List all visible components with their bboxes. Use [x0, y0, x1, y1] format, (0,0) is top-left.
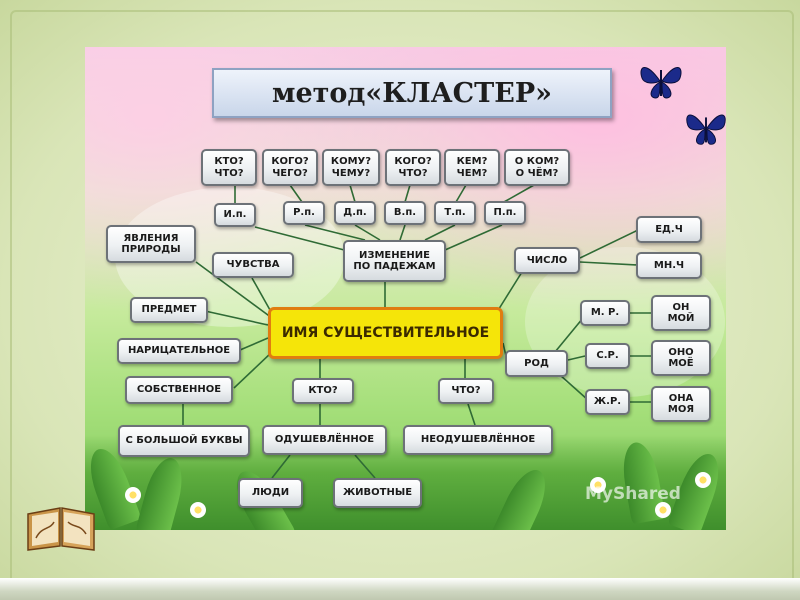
- watermark: MyShared: [585, 484, 681, 504]
- question-node: КТО? ЧТО?: [201, 149, 257, 186]
- feminine-node: Ж.Р.: [585, 389, 630, 415]
- inanimate-node: НЕОДУШЕВЛЁННОЕ: [403, 425, 553, 455]
- connector: [233, 351, 273, 389]
- connector: [579, 261, 639, 266]
- connector: [354, 454, 376, 479]
- plural-node: МН.Ч: [636, 252, 702, 279]
- daisy-flower: [190, 502, 206, 518]
- connector: [496, 271, 523, 313]
- proper-noun-node: СОБСТВЕННОЕ: [125, 376, 233, 404]
- butterfly-icon: [686, 114, 726, 145]
- common-noun-node: НАРИЦАТЕЛЬНОЕ: [117, 338, 241, 364]
- number-node: ЧИСЛО: [514, 247, 580, 274]
- singular-node: ЕД.Ч: [636, 216, 702, 243]
- masculine-example-node: ОН МОЙ: [651, 295, 711, 331]
- who-question-node: КТО?: [292, 378, 354, 404]
- case-node: П.п.: [484, 201, 526, 225]
- object-node: ПРЕДМЕТ: [130, 297, 208, 323]
- case-node: И.п.: [214, 203, 256, 227]
- phenomena-node: ЯВЛЕНИЯ ПРИРОДЫ: [106, 225, 196, 263]
- connector: [349, 184, 356, 203]
- feminine-example-node: ОНА МОЯ: [651, 386, 711, 422]
- question-node: КОМУ? ЧЕМУ?: [322, 149, 380, 186]
- connector: [455, 184, 467, 203]
- connector: [559, 374, 589, 401]
- people-node: ЛЮДИ: [238, 478, 303, 508]
- connector: [579, 229, 639, 259]
- open-book-icon: [27, 507, 95, 551]
- what-question-node: ЧТО?: [438, 378, 494, 404]
- neuter-example-node: ОНО МОЁ: [651, 340, 711, 376]
- question-node: КЕМ? ЧЕМ?: [444, 149, 500, 186]
- animate-node: ОДУШЕВЛЁННОЕ: [262, 425, 387, 455]
- connector: [399, 224, 406, 241]
- bottom-decor-stripe: [0, 578, 800, 600]
- feelings-node: ЧУВСТВА: [212, 252, 294, 278]
- case-node: Р.п.: [283, 201, 325, 225]
- masculine-node: М. Р.: [580, 300, 630, 326]
- connector: [404, 184, 411, 203]
- case-node: В.п.: [384, 201, 426, 225]
- connector: [204, 310, 269, 326]
- case-node: Д.п.: [334, 201, 376, 225]
- daisy-flower: [590, 477, 606, 493]
- connector: [289, 184, 303, 203]
- connector: [254, 226, 353, 253]
- connector: [503, 184, 535, 203]
- daisy-flower: [125, 487, 141, 503]
- capital-letter-node: С БОЛЬШОЙ БУКВЫ: [118, 425, 250, 457]
- connector: [554, 317, 584, 353]
- connector: [354, 224, 381, 241]
- connector: [424, 224, 456, 241]
- connector: [251, 277, 271, 311]
- connector: [271, 454, 291, 479]
- question-node: КОГО? ЧЕГО?: [262, 149, 318, 186]
- case-change-node: ИЗМЕНЕНИЕ ПО ПАДЕЖАМ: [343, 240, 446, 282]
- connector: [239, 337, 269, 351]
- connector: [195, 261, 273, 319]
- connector: [567, 355, 586, 361]
- daisy-flower: [655, 502, 671, 518]
- neuter-node: С.Р.: [585, 343, 630, 369]
- animals-node: ЖИВОТНЫЕ: [333, 478, 422, 508]
- connector: [444, 224, 503, 251]
- daisy-flower: [695, 472, 711, 488]
- gender-node: РОД: [505, 350, 568, 377]
- question-node: О КОМ? О ЧЁМ?: [504, 149, 570, 186]
- connector: [467, 403, 476, 426]
- case-node: Т.п.: [434, 201, 476, 225]
- question-node: КОГО? ЧТО?: [385, 149, 441, 186]
- connector: [304, 224, 366, 241]
- center-node: ИМЯ СУЩЕСТВИТЕЛЬНОЕ: [268, 307, 503, 359]
- butterfly-icon: [640, 67, 682, 99]
- page-title: метод«КЛАСТЕР»: [212, 68, 612, 118]
